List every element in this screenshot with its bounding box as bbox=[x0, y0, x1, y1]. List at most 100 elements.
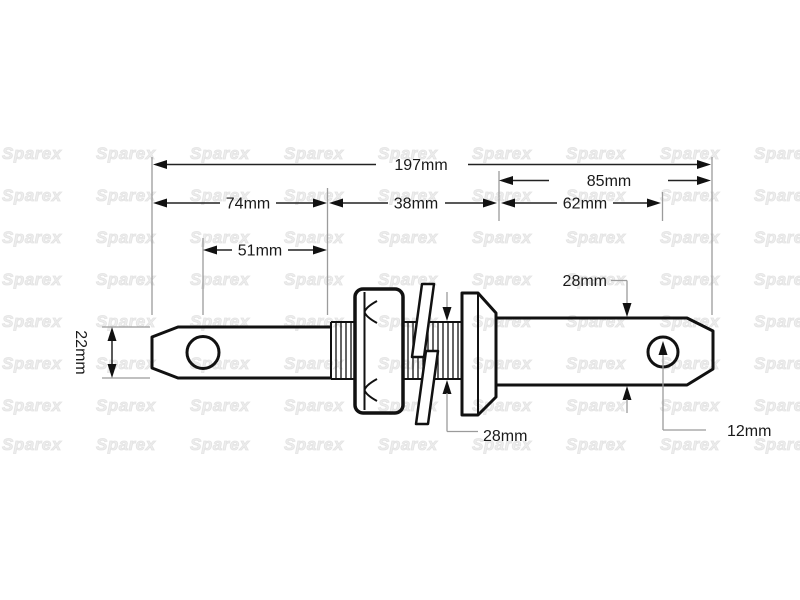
arrow-right-icon bbox=[697, 160, 711, 169]
dim-collar-to-hole-label: 62mm bbox=[563, 196, 607, 213]
brand-watermark: Sparex bbox=[2, 144, 62, 164]
brand-watermark: Sparex bbox=[190, 270, 250, 290]
arrow-right-icon bbox=[647, 198, 661, 208]
washer-collar-outline bbox=[460, 291, 498, 417]
brand-watermark: Sparex bbox=[472, 435, 532, 455]
dimension-left-diameter: 22mm bbox=[72, 327, 117, 378]
brand-watermark: Sparex bbox=[472, 270, 532, 290]
dim-right-diameter-label: 28mm bbox=[563, 273, 607, 290]
extension-lines bbox=[102, 157, 713, 379]
brand-watermark: Sparex bbox=[660, 354, 720, 374]
brand-watermark: Sparex bbox=[566, 354, 626, 374]
break-lines bbox=[410, 282, 440, 426]
hex-nut-chamfer-arc bbox=[363, 378, 378, 402]
brand-watermark: Sparex bbox=[566, 144, 626, 164]
hex-nut-chamfer-arc bbox=[363, 300, 378, 324]
arrow-left-icon bbox=[203, 245, 217, 255]
brand-watermark: Sparex bbox=[754, 435, 800, 455]
brand-watermark: Sparex bbox=[190, 144, 250, 164]
brand-watermark: Sparex bbox=[96, 396, 156, 416]
brand-watermark: Sparex bbox=[754, 396, 800, 416]
brand-watermark: Sparex bbox=[284, 396, 344, 416]
arrow-left-icon bbox=[329, 198, 343, 208]
dim-left-section-label: 74mm bbox=[226, 196, 270, 213]
arrow-up-icon bbox=[658, 341, 668, 355]
brand-watermark: Sparex bbox=[378, 435, 438, 455]
brand-watermark: Sparex bbox=[660, 228, 720, 248]
brand-watermark: Sparex bbox=[378, 228, 438, 248]
brand-watermark: Sparex bbox=[378, 144, 438, 164]
dimension-hole-diameter: 12mm bbox=[658, 341, 771, 440]
hex-nut bbox=[353, 287, 405, 415]
thread-section-left bbox=[330, 321, 355, 380]
dimension-thread-diameter: 28mm bbox=[442, 292, 527, 445]
dim-thread-section-label: 38mm bbox=[394, 196, 438, 213]
brand-watermark: Sparex bbox=[96, 228, 156, 248]
brand-watermark: Sparex bbox=[754, 228, 800, 248]
brand-watermark: Sparex bbox=[754, 270, 800, 290]
arrow-down-icon bbox=[107, 364, 117, 378]
brand-watermark: Sparex bbox=[2, 354, 62, 374]
brand-watermark: Sparex bbox=[284, 270, 344, 290]
arrow-left-icon bbox=[499, 176, 513, 185]
dim-left-diameter-label: 22mm bbox=[72, 330, 89, 374]
brand-watermark: Sparex bbox=[472, 354, 532, 374]
arrow-up-icon bbox=[622, 386, 632, 400]
brand-watermark: Sparex bbox=[284, 354, 344, 374]
brand-watermark: Sparex bbox=[2, 435, 62, 455]
brand-watermark: Sparex bbox=[2, 270, 62, 290]
arrow-up-icon bbox=[442, 380, 452, 394]
brand-watermark: Sparex bbox=[566, 228, 626, 248]
arrow-down-icon bbox=[442, 307, 452, 321]
brand-watermark: Sparex bbox=[2, 396, 62, 416]
brand-watermark: Sparex bbox=[2, 228, 62, 248]
brand-watermark: Sparex bbox=[660, 396, 720, 416]
brand-watermark: Sparex bbox=[660, 435, 720, 455]
dim-total-length-label: 197mm bbox=[394, 157, 447, 174]
pin-left-shaft bbox=[150, 325, 331, 380]
arrow-up-icon bbox=[107, 327, 117, 341]
dimension-right-section: 85mm bbox=[499, 173, 711, 190]
dim-hole-diameter-label: 12mm bbox=[727, 423, 771, 440]
arrow-down-icon bbox=[622, 303, 632, 317]
left-hole bbox=[185, 335, 221, 370]
dimension-total-length: 197mm bbox=[153, 157, 711, 174]
brand-watermark: Sparex bbox=[660, 186, 720, 206]
pin-right-shaft bbox=[496, 316, 715, 387]
brand-watermark: Sparex bbox=[754, 186, 800, 206]
washer-collar bbox=[460, 291, 498, 417]
pin-part bbox=[150, 282, 715, 426]
brand-watermark: Sparex bbox=[566, 396, 626, 416]
brand-watermark: Sparex bbox=[2, 312, 62, 332]
brand-watermark: Sparex bbox=[754, 312, 800, 332]
brand-watermark: Sparex bbox=[754, 144, 800, 164]
brand-watermark: Sparex bbox=[96, 435, 156, 455]
brand-watermark: Sparex bbox=[2, 186, 62, 206]
brand-watermark: Sparex bbox=[472, 144, 532, 164]
dim-right-section-label: 85mm bbox=[587, 173, 631, 190]
dimension-collar-to-hole: 62mm bbox=[501, 196, 661, 213]
dimension-hole-offset: 51mm bbox=[203, 243, 327, 260]
brand-watermark: Sparex bbox=[96, 270, 156, 290]
brand-watermark: Sparex bbox=[96, 186, 156, 206]
arrow-right-icon bbox=[697, 176, 711, 185]
break-bar bbox=[414, 349, 440, 426]
brand-watermark: Sparex bbox=[284, 228, 344, 248]
arrow-left-icon bbox=[153, 160, 167, 169]
dimension-right-diameter: 28mm bbox=[563, 273, 632, 413]
dimension-thread-section: 38mm bbox=[329, 196, 497, 213]
arrow-right-icon bbox=[313, 198, 327, 208]
arrow-right-icon bbox=[483, 198, 497, 208]
brand-watermark: Sparex bbox=[284, 144, 344, 164]
dimension-left-section: 74mm bbox=[153, 196, 327, 213]
brand-watermark: Sparex bbox=[378, 186, 438, 206]
hex-nut-body bbox=[353, 287, 405, 415]
brand-watermark: Sparex bbox=[284, 435, 344, 455]
brand-watermark: Sparex bbox=[566, 186, 626, 206]
arrow-left-icon bbox=[153, 198, 167, 208]
brand-watermark: Sparex bbox=[754, 354, 800, 374]
arrow-right-icon bbox=[313, 245, 327, 255]
brand-watermark: Sparex bbox=[190, 435, 250, 455]
